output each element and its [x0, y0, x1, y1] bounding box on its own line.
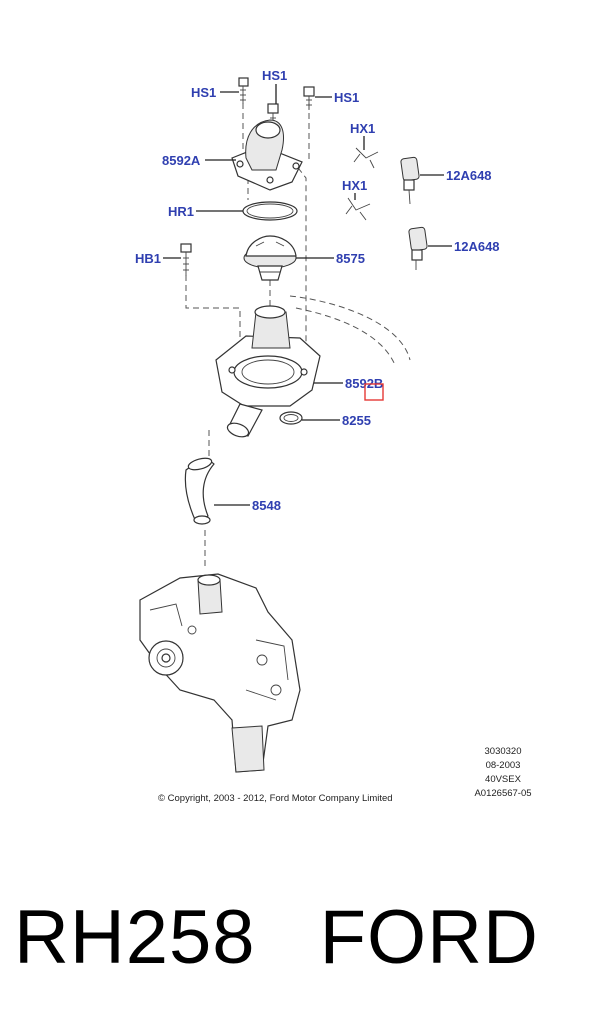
housing-8592b	[215, 305, 321, 438]
part-number: RH258	[14, 895, 256, 980]
callout-8255: 8255	[342, 413, 371, 428]
alignment-lines	[185, 103, 411, 570]
water-pump	[139, 573, 301, 773]
callout-hx1-top: HX1	[350, 121, 375, 136]
exploded-parts-diagram: HS1 HS1 HS1 HX1 HX1 8592A 12A648 12A648 …	[135, 68, 532, 804]
callout-8548: 8548	[252, 498, 281, 513]
callout-hs1-right: HS1	[334, 90, 359, 105]
callout-labels: HS1 HS1 HS1 HX1 HX1 8592A 12A648 12A648 …	[135, 68, 500, 513]
clip-hx1-mid	[345, 197, 371, 221]
sensor-12a648-bottom	[408, 226, 428, 270]
highlight-box	[364, 383, 384, 401]
callout-12a648-bottom: 12A648	[454, 239, 500, 254]
callout-8575: 8575	[336, 251, 365, 266]
leader-lines	[163, 84, 452, 506]
seal-ring-hr1	[242, 201, 298, 221]
callout-hr1: HR1	[168, 204, 194, 219]
callout-hb1: HB1	[135, 251, 161, 266]
copyright-notice: © Copyright, 2003 - 2012, Ford Motor Com…	[158, 793, 393, 804]
footer-title: RH258 FORD	[14, 893, 594, 983]
callout-hx1-mid: HX1	[342, 178, 367, 193]
meta-line-1: 3030320	[485, 746, 522, 757]
meta-line-3: 40VSEX	[485, 774, 522, 785]
callout-8592a: 8592A	[162, 153, 201, 168]
gasket-8255	[279, 411, 303, 425]
callout-12a648-top: 12A648	[446, 168, 492, 183]
clip-hx1-top	[353, 147, 379, 169]
callout-hs1-left: HS1	[191, 85, 216, 100]
housing-8592a	[231, 119, 303, 191]
meta-line-4: A0126567-05	[474, 788, 531, 799]
hose-8548	[184, 457, 215, 525]
bolt-hs1-right	[303, 86, 315, 110]
callout-8592b: 8592B	[345, 376, 383, 391]
brand-name: FORD	[319, 895, 539, 980]
bolt-hs1-left	[238, 77, 249, 104]
thermostat-8575	[243, 235, 297, 281]
bolt-hb1	[180, 243, 192, 276]
callout-hs1-top: HS1	[262, 68, 287, 83]
drawing-meta: 3030320 08-2003 40VSEX A0126567-05	[474, 746, 531, 799]
meta-line-2: 08-2003	[486, 760, 521, 771]
sensor-12a648-top	[400, 156, 420, 205]
